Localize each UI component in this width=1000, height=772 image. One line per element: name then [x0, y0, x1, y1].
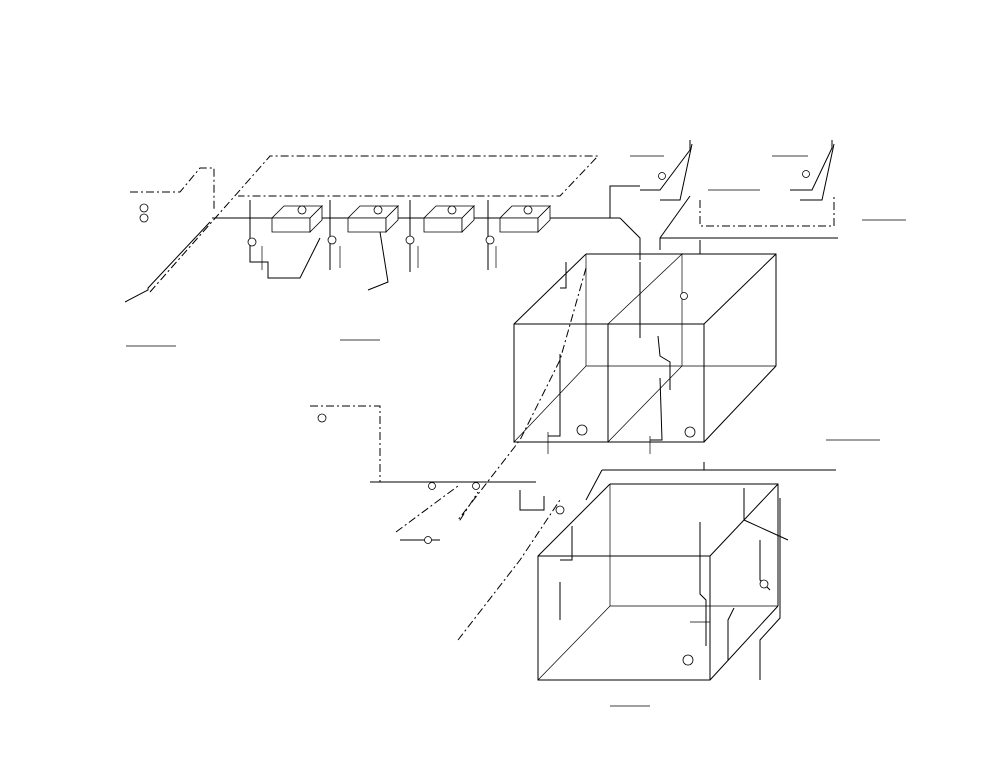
lower-water-tank: [537, 462, 836, 681]
pump-unit-1: [271, 205, 323, 233]
upper-water-tank: [513, 253, 777, 454]
pump-unit-4: [499, 205, 551, 233]
leader-ticks: [126, 155, 906, 707]
diagonal-connector: [395, 267, 587, 641]
middle-left-piping: [310, 405, 565, 544]
top-pipe-system: [124, 155, 641, 303]
top-right-risers: [640, 140, 838, 254]
pump-unit-3: [423, 205, 475, 233]
pump-unit-2: [347, 205, 399, 233]
